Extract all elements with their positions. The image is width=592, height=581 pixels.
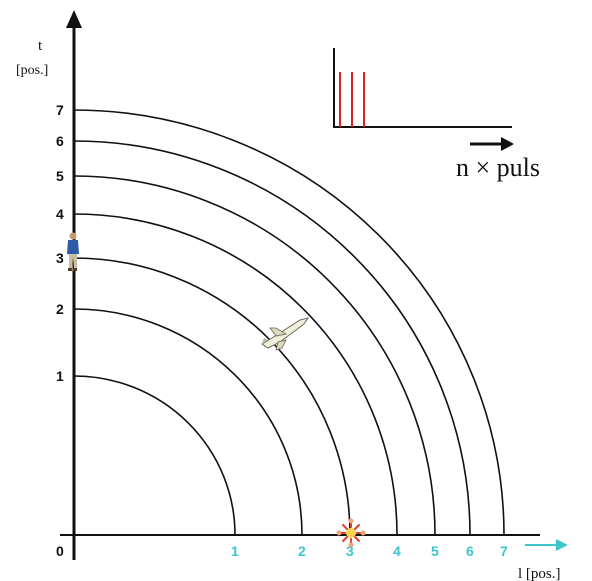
- pulse-group: [339, 72, 365, 127]
- l-tick-6: 6: [466, 543, 474, 559]
- t-axis-label: t: [38, 38, 43, 54]
- inset-arrowhead: [501, 137, 514, 151]
- l-axis-label: l [pos.]: [518, 566, 561, 581]
- t-tick-1: 1: [56, 368, 64, 384]
- arc-6: [73, 140, 471, 536]
- arc-3: [73, 257, 351, 536]
- t-axis-arrowhead: [66, 10, 82, 28]
- l-tick-7: 7: [500, 543, 508, 559]
- l-tick-1: 1: [231, 543, 239, 559]
- t-axis-unit: [pos.]: [16, 63, 48, 78]
- arc-7: [73, 109, 505, 536]
- arc-5: [73, 175, 436, 536]
- arc-group: [73, 109, 505, 536]
- l-axis-arrow: [525, 539, 568, 551]
- t-tick-4: 4: [56, 206, 64, 222]
- t-tick-7: 7: [56, 102, 64, 118]
- flash-star-icon: [336, 518, 366, 548]
- arc-4: [73, 213, 398, 536]
- l-tick-4: 4: [393, 543, 401, 559]
- t-tick-2: 2: [56, 301, 64, 317]
- l-tick-3: 3: [346, 543, 354, 559]
- t-tick-group: 1 2 3 4 5 6 7: [56, 102, 64, 384]
- airplane-icon: [261, 317, 310, 351]
- arc-2: [73, 308, 303, 536]
- arc-1: [73, 375, 236, 536]
- l-tick-5: 5: [431, 543, 439, 559]
- t-tick-3: 3: [56, 250, 64, 266]
- pulse-inset: n × puls: [333, 48, 540, 182]
- t-tick-6: 6: [56, 133, 64, 149]
- t-tick-5: 5: [56, 168, 64, 184]
- l-tick-group: 1 2 3 4 5 6 7: [231, 543, 508, 559]
- person-icon: [67, 232, 79, 271]
- inset-label: n × puls: [456, 153, 540, 182]
- origin-label: 0: [56, 543, 64, 559]
- l-tick-2: 2: [298, 543, 306, 559]
